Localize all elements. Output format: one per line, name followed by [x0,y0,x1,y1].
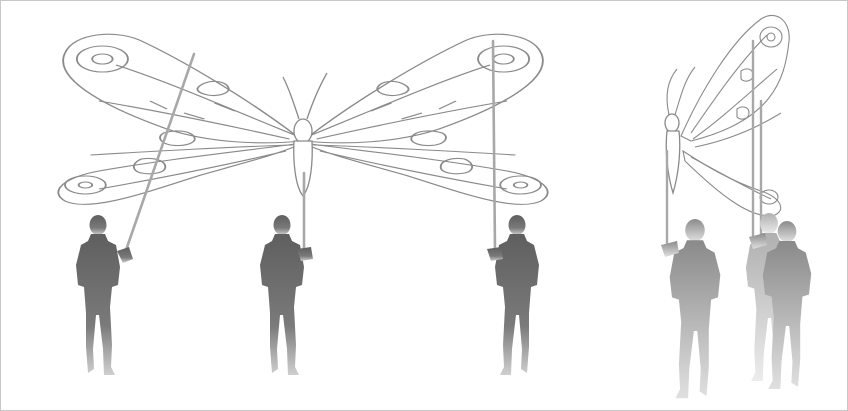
puppeteer-figure-4 [661,219,720,398]
puppet-poles-right [667,41,761,247]
butterfly-puppet-side [665,15,789,215]
puppeteer-figure-1 [76,215,133,375]
